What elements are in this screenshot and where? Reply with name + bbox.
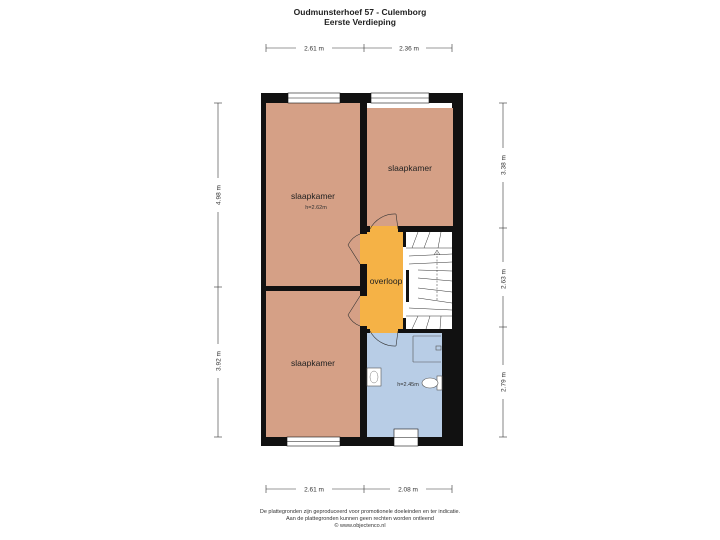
room-bedroom-top-right — [367, 108, 453, 226]
room-bedroom-bottom-left — [266, 291, 360, 437]
label-landing: overloop — [370, 276, 403, 286]
label-bedroom-top-left: slaapkamer — [291, 191, 335, 201]
dim-left-bottom: 3.92 m — [216, 351, 223, 371]
room-bedroom-top-left — [266, 103, 360, 286]
window-bottom-left — [286, 436, 341, 447]
dim-top-left: 2.61 m — [304, 46, 324, 53]
floor-title: Eerste Verdieping — [324, 17, 396, 27]
window-bathroom — [393, 428, 419, 447]
dim-bottom-right: 2.08 m — [398, 487, 418, 494]
dim-right-bottom: 2.79 m — [501, 372, 508, 392]
door-bedroom-bottom-left — [347, 295, 367, 327]
dim-top-right: 2.36 m — [399, 46, 419, 53]
window-top-right — [370, 92, 430, 104]
disclaimer-line-1: De plattegronden zijn geproduceerd voor … — [259, 509, 461, 515]
door-bedroom-top-right — [369, 213, 399, 232]
dim-bottom-left: 2.61 m — [304, 487, 324, 494]
room-landing — [367, 232, 403, 329]
height-bedroom-top-left: h=2.62m — [305, 205, 327, 211]
window-top-left — [287, 92, 341, 104]
height-bathroom: h=2.45m — [397, 382, 419, 388]
disclaimer: De plattegronden zijn geproduceerd voor … — [0, 509, 720, 530]
label-bedroom-bottom-left: slaapkamer — [291, 358, 335, 368]
dim-right-middle: 2.63 m — [501, 269, 508, 289]
disclaimer-line-3: © www.objectenco.nl — [334, 523, 386, 529]
interior-walls — [266, 100, 453, 446]
dim-right-top: 3.38 m — [501, 155, 508, 175]
shower — [412, 335, 442, 363]
dim-left-top: 4.98 m — [216, 185, 223, 205]
plan-header: Oudmunsterhoef 57 - Culemborg Eerste Ver… — [0, 7, 720, 27]
label-bedroom-top-right: slaapkamer — [388, 163, 432, 173]
address-title: Oudmunsterhoef 57 - Culemborg — [293, 7, 427, 17]
door-bathroom — [369, 329, 399, 347]
room-stairs — [403, 230, 452, 329]
disclaimer-line-2: Aan de plattegronden kunnen geen rechten… — [285, 516, 434, 522]
staircase — [406, 231, 453, 330]
door-bedroom-top-left — [347, 233, 367, 265]
washbasin — [366, 367, 382, 387]
dimension-left — [214, 102, 222, 438]
toilet — [421, 375, 443, 391]
